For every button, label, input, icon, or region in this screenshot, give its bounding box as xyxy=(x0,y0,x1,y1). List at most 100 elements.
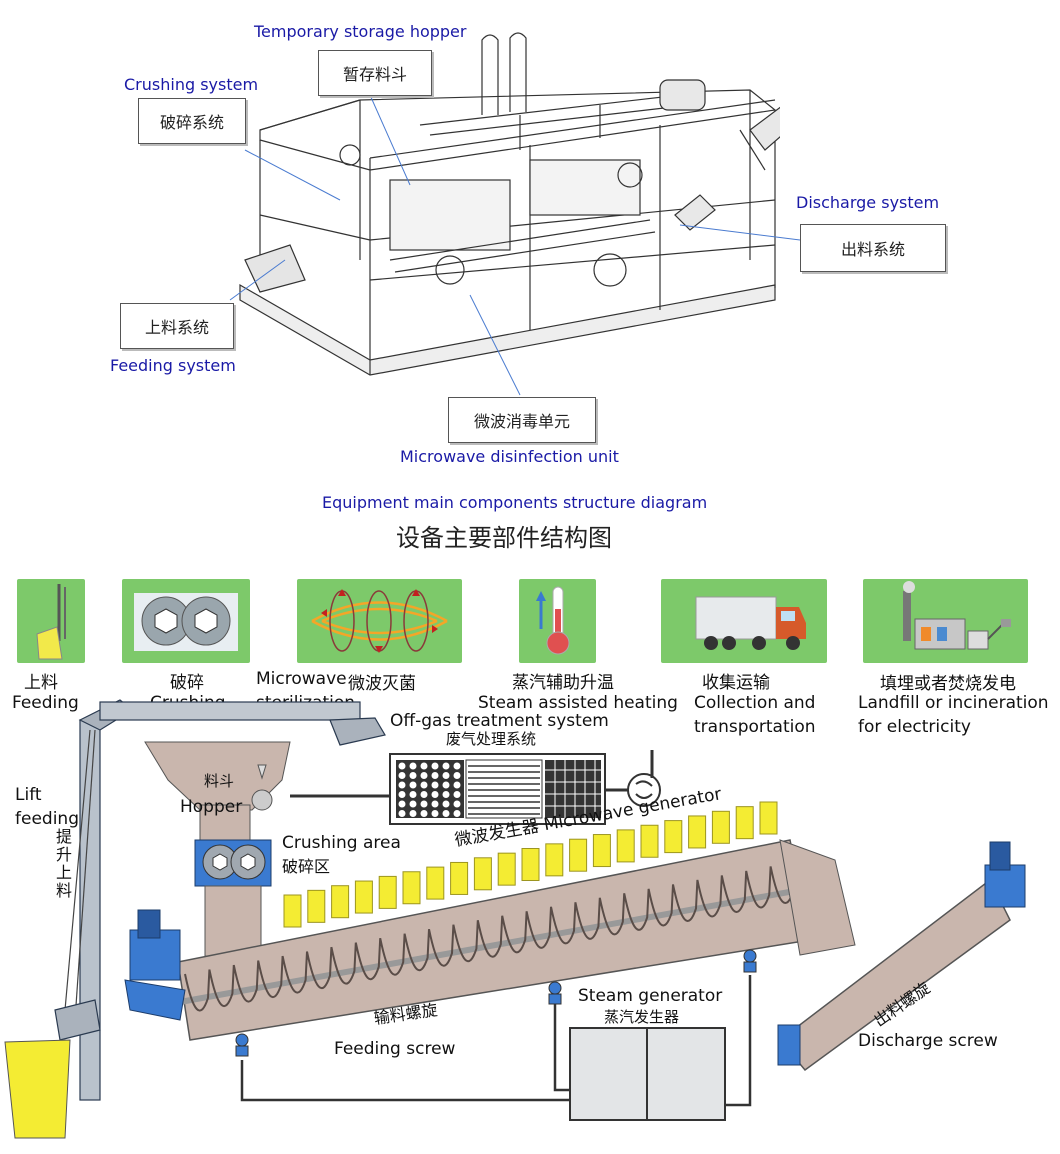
microwave-generator-unit xyxy=(735,806,754,840)
microwave-generator-unit xyxy=(569,838,588,872)
machine-line-drawing xyxy=(239,32,780,376)
filter-hole xyxy=(409,791,417,798)
microwave-generator-unit xyxy=(688,815,707,849)
process-diagram xyxy=(4,699,1026,1139)
feeding-step-en: Feeding xyxy=(12,693,79,713)
temporary-storage-hopper-label: Temporary storage hopper xyxy=(254,22,467,41)
offgas-label-cn: 废气处理系统 xyxy=(446,730,537,748)
filter-hole xyxy=(398,810,406,817)
hopper-label-en: Hopper xyxy=(180,797,243,817)
microwave-generator-unit xyxy=(711,810,730,844)
collection-step-en-2: transportation xyxy=(694,717,816,737)
filter-hole xyxy=(442,762,450,770)
crushing-system-box: 破碎系统 xyxy=(138,98,246,144)
microwave-generator-unit xyxy=(497,852,516,886)
microwave-generator-unit xyxy=(378,875,397,909)
microwave-generator-unit xyxy=(307,889,326,923)
microwave-generator-unit xyxy=(759,801,778,835)
discharge-screw-en: Discharge screw xyxy=(858,1031,998,1051)
steam-step-en: Steam assisted heating xyxy=(478,693,678,713)
microwave-generator-unit xyxy=(545,843,564,877)
microwave-generator-unit xyxy=(426,866,445,900)
filter-hole xyxy=(453,791,461,798)
filter-hole xyxy=(442,772,450,779)
filter-hole xyxy=(420,781,428,789)
filter-hole xyxy=(420,800,428,808)
microwave-generator-unit xyxy=(283,894,302,928)
crushing-system-label: Crushing system xyxy=(124,75,259,94)
discharge-screw xyxy=(777,841,1026,1072)
temporary-storage-hopper-box: 暂存料斗 xyxy=(318,50,432,96)
filter-hole xyxy=(453,810,461,817)
landfill-step-cn: 填埋或者焚烧发电 xyxy=(880,674,1016,694)
microwave-unit-label: Microwave disinfection unit xyxy=(400,447,619,466)
filter-hole xyxy=(398,781,406,789)
filter-hole xyxy=(398,762,406,770)
filter-hole xyxy=(420,762,428,770)
lift-label-en-1: Lift xyxy=(15,785,42,805)
discharge-system-box: 出料系统 xyxy=(800,224,946,272)
offgas-label-en: Off-gas treatment system xyxy=(390,711,609,731)
diagram-title-cn: 设备主要部件结构图 xyxy=(396,524,612,552)
filter-hole xyxy=(420,772,428,779)
microwave-generator-unit xyxy=(450,861,469,895)
collection-transport-icon xyxy=(661,579,827,663)
feeding-step-cn: 上料 xyxy=(24,673,58,693)
steam-heating-icon xyxy=(519,579,596,663)
landfill-step-en-1: Landfill or incineration xyxy=(858,693,1049,713)
lift-label-cn: 提升上料 xyxy=(53,828,72,900)
filter-hole xyxy=(409,762,417,770)
filter-hole xyxy=(453,762,461,770)
feeding-system-label: Feeding system xyxy=(110,356,236,375)
filter-hole xyxy=(442,810,450,817)
crusher xyxy=(194,839,272,887)
filter-hole xyxy=(442,791,450,798)
filter-hole xyxy=(453,772,461,779)
microwave-generator-unit xyxy=(592,834,611,868)
steam-generator xyxy=(235,949,757,1121)
filter-hole xyxy=(431,762,439,770)
microwave-unit-box: 微波消毒单元 xyxy=(448,397,596,443)
microwave-generator-unit xyxy=(521,848,540,881)
lift-elevator xyxy=(54,699,386,1101)
feeding-screw-en: Feeding screw xyxy=(334,1039,456,1059)
crushing-step-icon xyxy=(122,579,250,663)
feeding-system-box: 上料系统 xyxy=(120,303,234,349)
offgas-unit xyxy=(389,750,661,825)
microwave-generator-unit xyxy=(354,880,373,914)
filter-hole xyxy=(409,810,417,817)
hopper xyxy=(144,741,291,846)
steam-generator-en: Steam generator xyxy=(578,986,723,1006)
microwave-sterilization-icon xyxy=(297,579,462,663)
microwave-generator-unit xyxy=(402,871,421,905)
filter-hole xyxy=(453,800,461,808)
filter-hole xyxy=(398,800,406,808)
filter-hole xyxy=(431,781,439,789)
microwave-step-cn: 微波灭菌 xyxy=(348,674,416,694)
microwave-generators xyxy=(283,801,778,928)
crushing-area-en: Crushing area xyxy=(282,833,401,853)
steam-generator-cn: 蒸汽发生器 xyxy=(604,1008,680,1026)
lift-label-en-2: feeding xyxy=(15,809,79,829)
crushing-area-cn: 破碎区 xyxy=(282,857,331,876)
microwave-generator-unit xyxy=(616,829,635,863)
microwave-step-en-1: Microwave xyxy=(256,669,347,689)
microwave-generator-unit xyxy=(331,885,350,919)
filter-hole xyxy=(409,800,417,808)
hopper-label-cn: 料斗 xyxy=(204,772,235,790)
diagram-title-en: Equipment main components structure diag… xyxy=(322,493,708,512)
filter-hole xyxy=(453,781,461,789)
filter-hole xyxy=(431,800,439,808)
filter-hole xyxy=(431,772,439,779)
landfill-incineration-icon xyxy=(863,579,1028,663)
crushing-step-cn: 破碎 xyxy=(170,673,204,693)
feeding-screw xyxy=(124,839,856,1041)
feeding-bin xyxy=(4,1039,71,1139)
landfill-step-en-2: for electricity xyxy=(858,717,971,737)
filter-hole xyxy=(409,781,417,789)
filter-hole xyxy=(420,810,428,817)
microwave-generator-unit xyxy=(640,824,659,858)
collection-step-en-1: Collection and xyxy=(694,693,816,713)
filter-hole xyxy=(431,810,439,817)
filter-hole xyxy=(420,791,428,798)
